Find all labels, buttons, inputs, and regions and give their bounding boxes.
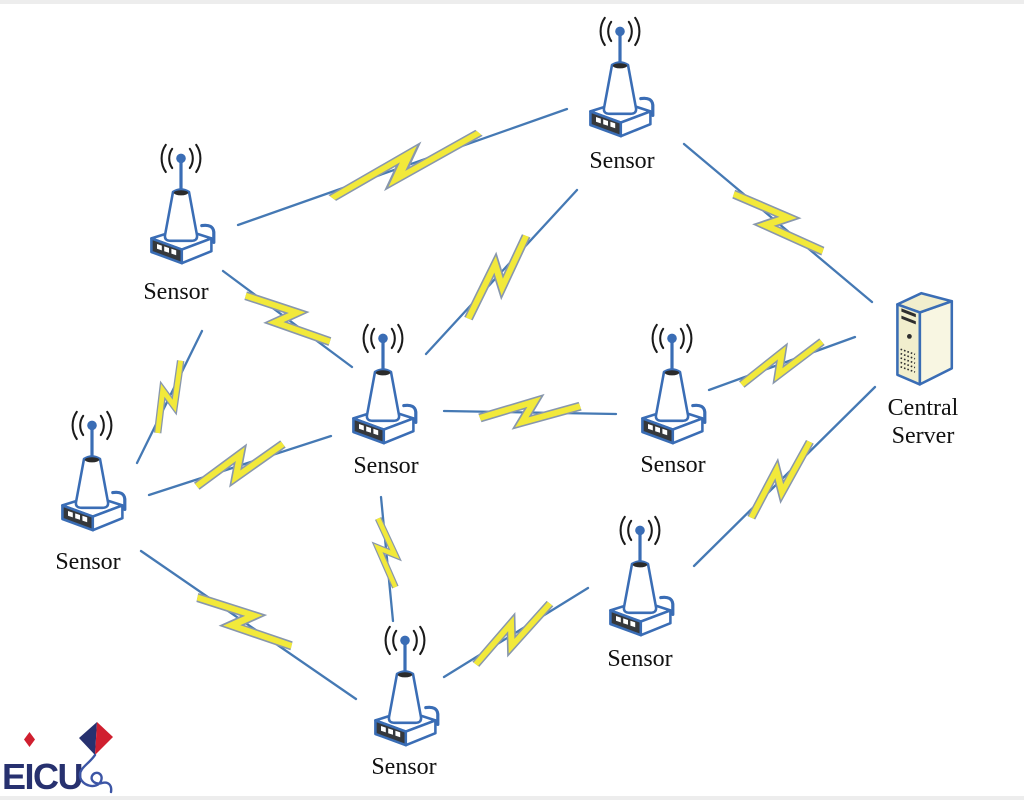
link-sensor-bottom--sensor-lower-right xyxy=(442,586,590,679)
bottom-border xyxy=(0,796,1024,800)
lightning-bolt-icon xyxy=(244,291,332,346)
link-sensor-upper-left--sensor-center xyxy=(221,269,354,369)
node-label-sensor-upper-left: Sensor xyxy=(143,279,208,305)
link-sensor-center--sensor-bottom xyxy=(371,495,402,623)
lightning-bolt-icon xyxy=(464,234,531,321)
lightning-bolt-icon xyxy=(371,516,402,589)
lightning-bolt-icon xyxy=(196,593,293,651)
node-label-sensor-lower-right: Sensor xyxy=(607,646,672,672)
node-label-sensor-center: Sensor xyxy=(353,453,418,479)
link-sensor-center--sensor-mid-right xyxy=(442,393,618,430)
lightning-bolt-icon xyxy=(153,360,185,434)
kite-icon xyxy=(78,722,113,794)
logo-i-diamond xyxy=(24,732,35,747)
node-sensor-center xyxy=(352,323,418,445)
lightning-bolt-icon xyxy=(478,393,582,430)
logo-text: EICU xyxy=(2,756,82,797)
node-central-server xyxy=(896,291,954,386)
node-label-central-server-line2: Server xyxy=(892,423,955,449)
node-sensor-left xyxy=(61,410,127,532)
link-sensor-mid-right--central-server xyxy=(707,335,857,392)
link-sensor-top--sensor-center xyxy=(424,188,579,356)
lightning-bolt-icon xyxy=(747,440,814,520)
eicu-logo: EICU xyxy=(0,718,150,800)
lightning-bolt-icon xyxy=(738,338,825,388)
node-label-sensor-bottom: Sensor xyxy=(371,754,436,780)
node-sensor-upper-left xyxy=(150,143,216,265)
lightning-bolt-icon xyxy=(732,189,825,256)
link-sensor-left--sensor-upper-left xyxy=(135,329,204,465)
node-label-sensor-mid-right: Sensor xyxy=(640,452,705,478)
link-sensor-left--sensor-bottom xyxy=(139,549,358,701)
node-sensor-bottom xyxy=(374,625,440,747)
node-sensor-lower-right xyxy=(609,515,675,637)
node-sensor-top xyxy=(589,16,655,138)
node-label-sensor-top: Sensor xyxy=(589,148,654,174)
node-sensor-mid-right xyxy=(641,323,707,445)
lightning-bolt-icon xyxy=(472,600,554,667)
link-sensor-lower-right--central-server xyxy=(692,385,877,568)
lightning-bolt-icon xyxy=(193,440,286,490)
node-label-central-server: Central xyxy=(888,395,959,421)
link-sensor-upper-left--sensor-top xyxy=(236,107,569,227)
link-sensor-top--central-server xyxy=(682,142,874,304)
top-border xyxy=(0,0,1024,4)
node-label-sensor-left: Sensor xyxy=(55,549,120,575)
lightning-bolt-icon xyxy=(328,129,483,201)
link-sensor-left--sensor-center xyxy=(147,434,333,497)
